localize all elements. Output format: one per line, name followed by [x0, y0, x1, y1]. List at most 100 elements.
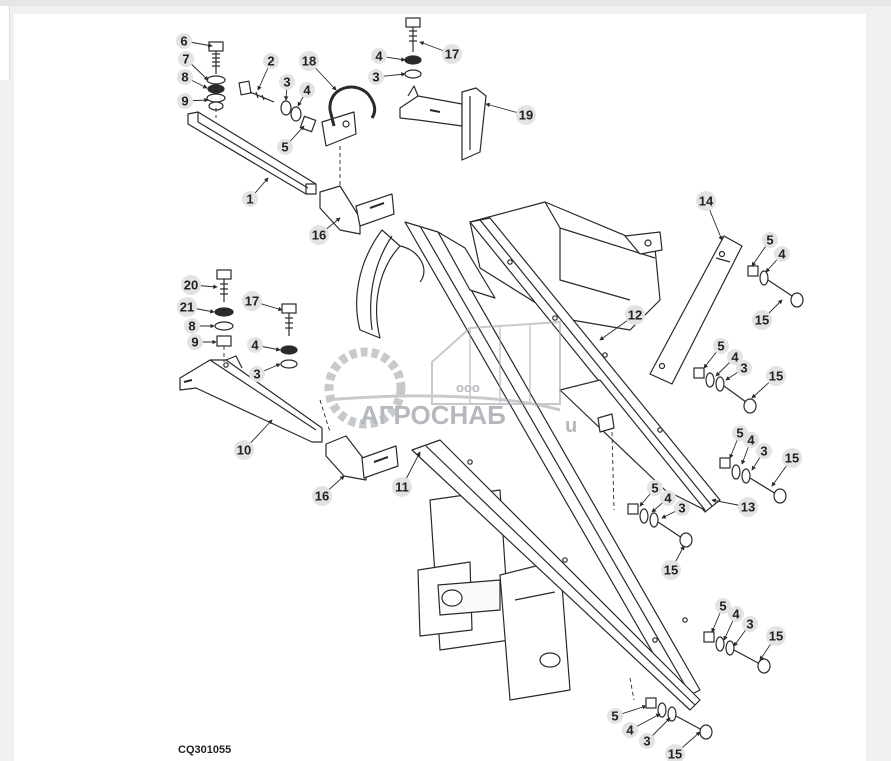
- callout-c31: 15: [751, 366, 786, 399]
- bar-lower: [411, 439, 701, 711]
- callout-bubble: [696, 191, 716, 211]
- callout-c34: 4: [741, 432, 759, 465]
- callout-bubble: [728, 606, 744, 622]
- callout-c23: 9: [187, 334, 217, 350]
- callout-c45: 4: [723, 606, 744, 641]
- bracket-19: [399, 85, 487, 161]
- callout-bubble: [309, 225, 329, 245]
- callout-c28: 5: [703, 338, 729, 369]
- bolt-15-stack-c: [719, 457, 787, 504]
- callout-c46: 3: [733, 616, 758, 647]
- fasteners: [206, 17, 804, 740]
- callout-c14: 1: [242, 177, 269, 207]
- callout-label: 12: [628, 308, 642, 323]
- callout-bubble: [312, 486, 332, 506]
- callout-bubble: [715, 598, 731, 614]
- callout-bubble: [442, 44, 462, 64]
- callout-label: 4: [375, 49, 383, 64]
- callout-c48: 5: [607, 705, 647, 724]
- callout-label: 5: [281, 140, 288, 155]
- callout-label: 4: [747, 433, 755, 448]
- callout-label: 6: [180, 34, 187, 49]
- callout-c39: 5: [639, 480, 663, 507]
- callout-bubble: [187, 334, 203, 350]
- bar-11: [404, 221, 701, 701]
- watermark-brand: АГРОСНАБ: [360, 400, 506, 430]
- bar-13: [559, 379, 706, 511]
- callout-bubble: [249, 366, 265, 382]
- callout-bubble: [177, 297, 197, 317]
- bracket-16-upper: [319, 185, 395, 235]
- callout-label: 16: [312, 228, 326, 243]
- callout-bubble: [607, 708, 623, 724]
- callout-label: 8: [188, 319, 195, 334]
- callout-c8: 5: [277, 125, 305, 155]
- callout-bubble: [242, 291, 262, 311]
- callout-label: 8: [181, 70, 188, 85]
- callout-c42: 13: [711, 497, 758, 517]
- callout-label: 4: [303, 83, 311, 98]
- callout-bubble: [752, 310, 772, 330]
- callout-label: 15: [755, 313, 769, 328]
- callout-c35: 3: [751, 443, 772, 471]
- callout-bubble: [713, 338, 729, 354]
- callout-c13: 19: [485, 102, 536, 125]
- callout-bubble: [234, 440, 254, 460]
- callout-label: 17: [445, 47, 459, 62]
- callout-bubble: [766, 366, 786, 386]
- callout-label: 4: [732, 607, 740, 622]
- callout-label: 11: [395, 480, 409, 495]
- callout-bubble: [184, 318, 200, 334]
- callout-label: 1: [246, 192, 253, 207]
- callout-label: 3: [283, 75, 290, 90]
- callout-label: 3: [643, 734, 650, 749]
- callout-c24: 17: [242, 291, 283, 312]
- callout-label: 4: [731, 350, 739, 365]
- callout-c1: 6: [176, 33, 213, 49]
- callout-bubble: [727, 349, 743, 365]
- callout-bubble: [738, 497, 758, 517]
- callout-c11: 3: [368, 69, 406, 85]
- callout-label: 5: [736, 426, 743, 441]
- bolt-17-upper-stack: [404, 17, 422, 79]
- callout-label: 19: [519, 108, 533, 123]
- callout-label: 16: [315, 489, 329, 504]
- bolt-15-stack-e: [703, 631, 771, 674]
- callout-label: 15: [769, 629, 783, 644]
- callout-label: 15: [785, 451, 799, 466]
- callout-bubble: [177, 69, 193, 85]
- diagram-code: CQ301055: [178, 744, 231, 756]
- callout-bubble: [782, 448, 802, 468]
- callout-label: 5: [766, 233, 773, 248]
- callout-bubble: [299, 82, 315, 98]
- callout-c36: 15: [771, 448, 802, 487]
- callout-bubble: [178, 51, 194, 67]
- callout-c40: 4: [651, 490, 676, 513]
- callout-c22: 8: [184, 318, 215, 334]
- callout-bubble: [625, 305, 645, 325]
- callout-bubble: [774, 246, 790, 262]
- bolt-20-stack: [214, 269, 234, 347]
- callout-c47: 15: [759, 626, 786, 661]
- callout-label: 14: [699, 194, 714, 209]
- watermark: ооо АГРОСНАБ u: [324, 320, 577, 437]
- callout-label: 3: [678, 501, 685, 516]
- callout-c7: 4: [297, 82, 315, 107]
- callout-c38: 11: [392, 451, 421, 497]
- callout-c50: 3: [639, 717, 671, 749]
- callout-c16: 14: [696, 191, 723, 241]
- callout-label: 21: [180, 300, 194, 315]
- callout-c2: 7: [178, 51, 209, 81]
- bolt-6-stack: [206, 41, 226, 111]
- hopper-body: [469, 201, 663, 331]
- bolt-15-stack-a: [747, 265, 804, 308]
- callout-label: 15: [668, 747, 682, 761]
- bracket-16-lower: [325, 435, 399, 481]
- callout-bubble: [639, 733, 655, 749]
- angle-bar-10: [179, 355, 323, 443]
- callout-bubble: [242, 191, 258, 207]
- callout-label: 9: [191, 335, 198, 350]
- callout-label: 5: [651, 481, 658, 496]
- callout-c29: 4: [715, 349, 743, 377]
